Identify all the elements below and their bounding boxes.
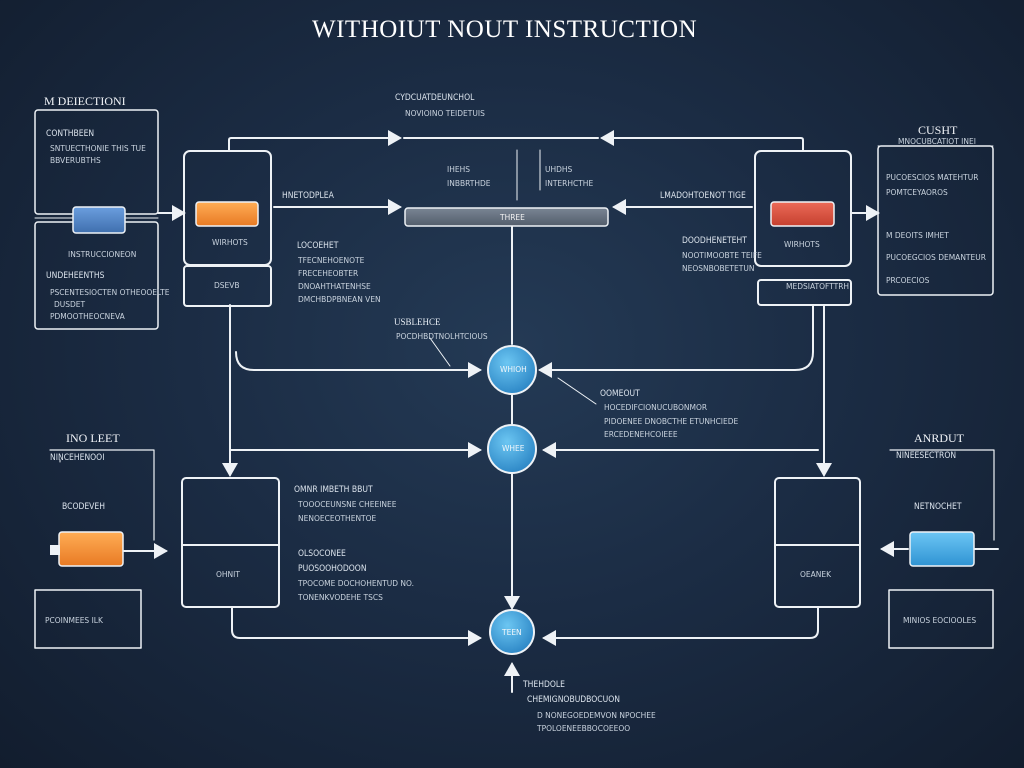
bottom-left-sub: NINCEHENOOI	[50, 453, 105, 463]
top-left-box1-line-2: SNTUECTHONIE THIS TUE	[50, 144, 146, 153]
bottom-left-bar-cap	[50, 545, 60, 555]
top-left-box2-line-1: UNDEHEENTHS	[46, 271, 105, 281]
left-block-bar-label: WIRHOTS	[212, 238, 248, 247]
node-1[interactable]	[487, 345, 537, 395]
right-block-red-bar	[770, 201, 835, 227]
top-center-sub: NOVIOINO TEIDETUIS	[405, 109, 485, 118]
node-2[interactable]	[487, 424, 537, 474]
top-right-line-2: PUCOESCIOS MATEHTUR	[886, 173, 979, 182]
node-1-label: WHIOH	[500, 365, 527, 374]
right-notes-title: DOODHENETEHT	[682, 236, 747, 246]
mid-left-notes2-1: TPOCOME DOCHOHENTUD NO.	[298, 579, 415, 588]
oomeout-line-3: ERCEDENEHCOIEEE	[604, 430, 678, 439]
left-block-lower-label: DSEVB	[214, 281, 240, 290]
bottom-right-block	[774, 477, 861, 608]
top-right-panel	[877, 145, 994, 296]
bottom-left-header: INO LEET	[66, 431, 120, 445]
top-left-header: M DEIECTIONI	[44, 94, 126, 108]
bottom-right-bar-label: NETNOCHET	[914, 502, 962, 512]
top-left-box2-line-2: PSCENTESIOCTEN OTHEOOELTE	[50, 288, 170, 297]
right-notes-2: NEOSNBOBETETUN	[682, 264, 755, 273]
top-left-box2-line-3: DUSDET	[54, 300, 86, 309]
oomeout-title: OOMEOUT	[600, 389, 640, 399]
diagram-title: WITHOIUT NOUT INSTRUCTION	[312, 16, 698, 43]
visible-sub: POCDHBDTNOLHTCIOUS	[396, 332, 488, 341]
node-3-label: TEEN	[502, 628, 522, 637]
right-notes-1: NOOTIMOOBTE TEIFE	[682, 251, 762, 260]
bottom-right-blue-bar	[909, 531, 975, 567]
right-arrow-label: LMADOHTOENOT TIGE	[660, 191, 746, 201]
right-block-lower	[757, 279, 852, 306]
bottom-left-bar-label: BCODEVEH	[62, 502, 105, 512]
bottom-left-side-box	[34, 589, 142, 649]
top-right-line-6: PRCOECIOS	[886, 276, 930, 285]
top-center-right-2: INTERHCTHE	[545, 179, 594, 188]
left-notes-1: TFECNEHOENOTE	[298, 256, 365, 265]
top-left-box2-label: INSTRUCCIONEON	[68, 250, 137, 259]
mid-left-notes-1: TOOOCEUNSNE CHEEINEE	[298, 500, 397, 509]
top-left-blue-bar	[72, 206, 126, 234]
left-notes-4: DMCHBDPBNEAN VEN	[298, 295, 381, 304]
bottom-right-main-label: OEANEK	[800, 570, 832, 579]
bottom-center-sub: CHEMIGNOBUDBOCUON	[527, 695, 620, 705]
mid-left-notes-title: OMNR IMBETH BBUT	[294, 485, 373, 495]
bottom-right-sub: NINEESECTRON	[896, 451, 957, 461]
center-bar-label: THREE	[500, 213, 525, 222]
right-block-lower-label: MEDSIATOFTTRH	[786, 282, 850, 291]
top-center-right-1: UHDHS	[545, 165, 573, 174]
node-3[interactable]	[489, 609, 535, 655]
left-notes-title: LOCOEHET	[297, 241, 339, 251]
bottom-left-box-label: PCOINMEES ILK	[45, 616, 103, 625]
top-right-line-4: M DEOITS IMHET	[886, 231, 949, 240]
mid-left-notes2-title: OLSOCONEE	[298, 549, 346, 559]
top-left-box2-line-4: PDMOOTHEOCNEVA	[50, 312, 125, 321]
top-center-header: CYDCUATDEUNCHOL	[395, 93, 475, 103]
left-block-lower	[183, 265, 272, 307]
center-gray-bar	[404, 207, 609, 227]
mid-left-notes2-sub: PUOSOOHODOON	[298, 564, 367, 574]
bottom-center-line-1: D NONEGOEDEMVON NPOCHEE	[537, 711, 656, 720]
visible-label: USBLEHCE	[394, 317, 441, 327]
bottom-center-title: THEHDOLE	[523, 680, 566, 690]
mid-left-notes2-2: TONENKVODEHE TSCS	[298, 593, 383, 602]
top-left-box1-line-3: BBVERUBTHS	[50, 156, 101, 165]
bottom-right-side-box	[888, 589, 994, 649]
top-center-left-2: INBBRTHDE	[447, 179, 491, 188]
top-center-left-1: IHEHS	[447, 165, 470, 174]
bottom-right-box-label: MINIOS EOCIOOLES	[903, 616, 977, 625]
bottom-left-main-label: OHNIT	[216, 570, 240, 579]
oomeout-line-2: PIDOENEE DNOBCTHE ETUNHCIEDE	[604, 417, 739, 426]
bottom-left-orange-bar	[58, 531, 124, 567]
top-right-line-5: PUCOEGCIOS DEMANTEUR	[886, 253, 986, 262]
mid-left-notes-2: NENOECEOTHENTOE	[298, 514, 377, 523]
left-arrow-label: HNETODPLEA	[282, 191, 334, 201]
left-block-orange-bar	[195, 201, 259, 227]
bottom-left-block	[181, 477, 280, 608]
node-2-label: WHEE	[502, 444, 525, 453]
top-right-line-1: MNOCUBCATIOT INEI	[898, 137, 976, 146]
oomeout-line-1: HOCEDIFCIONUCUBONMOR	[604, 403, 708, 412]
top-left-box1-line-1: CONTHBEEN	[46, 129, 95, 139]
bottom-center-line-2: TPOLOENEEBBOCOEEOO	[537, 724, 631, 733]
left-notes-3: DNOAHTHATENHSE	[298, 282, 371, 291]
right-block-bar-label: WIRHOTS	[784, 240, 820, 249]
bottom-right-header: ANRDUT	[914, 431, 964, 445]
top-right-header: CUSHT	[918, 123, 958, 137]
left-notes-2: FRECEHEOBTER	[298, 269, 359, 278]
top-right-line-3: POMTCEYAOROS	[886, 188, 948, 197]
